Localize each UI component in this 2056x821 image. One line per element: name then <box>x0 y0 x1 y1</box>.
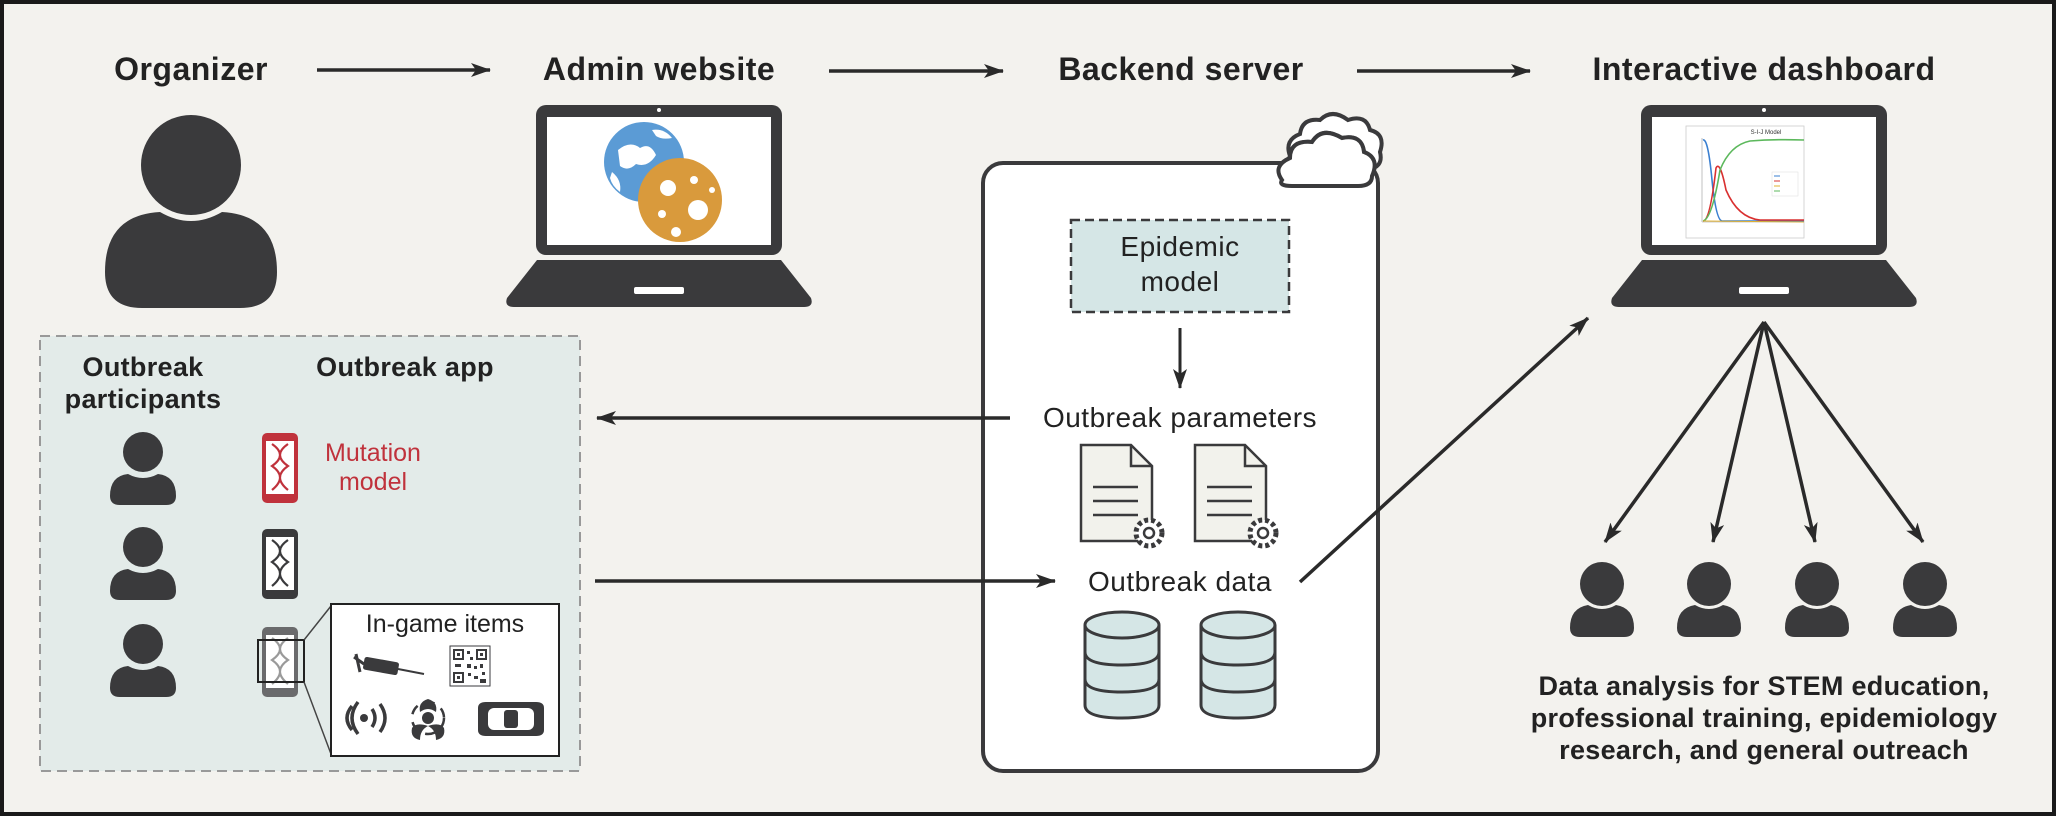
epidemic-model-label-1: Epidemic <box>1120 231 1239 262</box>
dashboard-chart-title: S-I-J Model <box>1751 130 1782 136</box>
participant-person-icon <box>110 527 176 600</box>
dashboard-chart: S-I-J Model <box>1685 125 1805 239</box>
participant-person-icon <box>110 624 176 697</box>
document-gear-icon <box>1079 443 1165 549</box>
zoom-selection-box <box>257 639 305 683</box>
outbreak-app-label: Outbreak app <box>316 352 494 382</box>
ingame-items-label: In-game items <box>366 610 524 638</box>
arrow-dashboard-to-user-1 <box>1603 320 1766 544</box>
mutation-model-label-2: model <box>339 468 407 496</box>
analyst-person-icon <box>1893 562 1957 637</box>
epidemic-model-label-2: model <box>1141 266 1220 297</box>
dashboard-chart-series-red <box>1702 165 1804 222</box>
arrow-dashboard-to-user-3 <box>1762 321 1818 543</box>
wearable-band-icon <box>478 702 544 736</box>
biohazard-icon <box>410 699 446 740</box>
wireless-signal-icon <box>345 700 387 736</box>
phone-dna-red-icon <box>262 433 298 503</box>
outbreak-parameters-label: Outbreak parameters <box>1043 402 1317 433</box>
dashboard-chart-series-green <box>1702 138 1805 222</box>
analyst-person-icon <box>1785 562 1849 637</box>
outbreak-data-label: Outbreak data <box>1088 566 1272 597</box>
virus-icon <box>638 158 722 242</box>
database-icon <box>1199 610 1277 720</box>
arrow-dashboard-to-user-2 <box>1710 321 1766 543</box>
participants-label-2: participants <box>65 384 222 414</box>
organizer-person-icon <box>105 115 277 308</box>
epidemic-model-box <box>1069 218 1291 314</box>
qr-code-icon <box>449 645 491 687</box>
analysis-caption-line-3: research, and general outreach <box>1559 735 1969 765</box>
phone-dna-muted-icon <box>262 627 298 697</box>
analyst-person-icon <box>1570 562 1634 637</box>
header-dashboard: Interactive dashboard <box>1592 51 1935 87</box>
mutation-model-label-1: Mutation <box>325 439 421 467</box>
database-icon <box>1083 610 1161 720</box>
zoom-line-bottom <box>303 681 332 755</box>
analyst-person-icon <box>1677 562 1741 637</box>
dashboard-chart-series-blue <box>1702 139 1804 222</box>
analysis-caption-line-1: Data analysis for STEM education, <box>1538 671 1989 701</box>
zoom-line-top <box>303 605 332 641</box>
cloud-front <box>1276 130 1377 188</box>
header-organizer: Organizer <box>114 51 268 87</box>
admin-laptop-icon <box>506 105 812 307</box>
header-backend-server: Backend server <box>1058 51 1303 87</box>
document-gear-icon <box>1193 443 1279 549</box>
participants-label-1: Outbreak <box>83 352 205 382</box>
phone-dna-icon <box>262 529 298 599</box>
syringe-icon <box>353 653 425 676</box>
backend-server-box <box>981 161 1380 773</box>
header-admin-website: Admin website <box>543 51 775 87</box>
arrow-dashboard-to-user-4 <box>1762 320 1925 544</box>
dashboard-chart-series-yellow <box>1702 220 1805 223</box>
participant-person-icon <box>110 432 176 505</box>
arrow-data-to-dashboard <box>1298 316 1590 584</box>
analysis-caption-line-2: professional training, epidemiology <box>1531 703 1998 733</box>
